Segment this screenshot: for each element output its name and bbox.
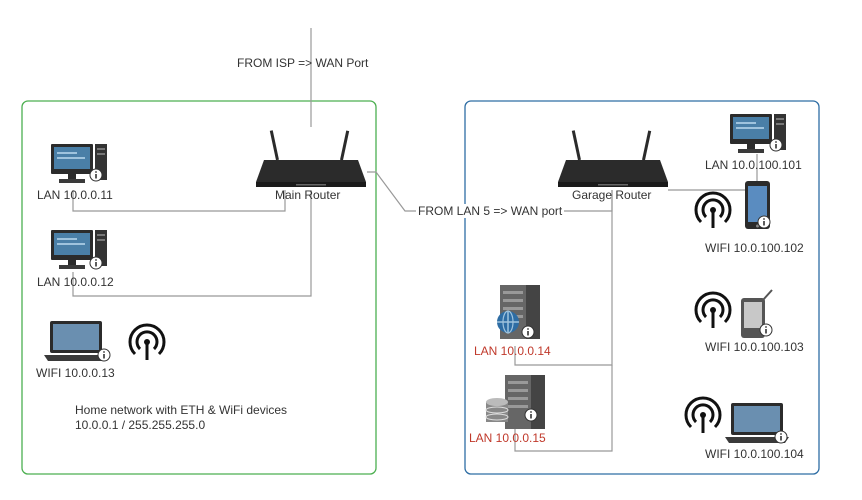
lan-101-label: LAN 10.0.100.101 (705, 158, 802, 172)
lan-15-label: LAN 10.0.0.15 (469, 431, 546, 445)
info-badge-icon (97, 348, 111, 362)
main-to-lan11-line (72, 190, 286, 212)
info-badge-icon (89, 256, 103, 270)
info-badge-icon (757, 215, 771, 229)
info-badge-icon (521, 325, 535, 339)
wifi-icon-104 (684, 396, 722, 435)
wifi-13-label: WIFI 10.0.0.13 (36, 366, 115, 380)
home-note-line-2: 10.0.0.1 / 255.255.255.0 (75, 418, 206, 432)
isp-label: FROM ISP => WAN Port (237, 56, 369, 70)
lan-14-label: LAN 10.0.0.14 (474, 344, 551, 358)
pda-icon (741, 289, 773, 338)
garage-network-zone (464, 100, 820, 475)
garage-router-label: Garage Router (572, 188, 652, 202)
main-to-lan12-line (72, 190, 312, 297)
garage-router-icon (558, 130, 668, 187)
wifi-104-label: WIFI 10.0.100.104 (705, 447, 804, 461)
main-router-icon (256, 130, 366, 187)
home-network-zone (21, 100, 377, 475)
garage-to-lan15-line (514, 365, 613, 452)
info-badge-icon (759, 323, 773, 337)
info-badge-icon (89, 168, 103, 182)
garage-to-lan14-line (514, 190, 613, 366)
wifi-102-label: WIFI 10.0.100.102 (705, 241, 804, 255)
wifi-icon-home (128, 323, 166, 362)
main-router-label: Main Router (275, 188, 341, 202)
lan-11-label: LAN 10.0.0.11 (37, 188, 113, 202)
wifi-103-label: WIFI 10.0.100.103 (705, 340, 804, 354)
lan5-label: FROM LAN 5 => WAN port (416, 204, 565, 218)
connection-lines (72, 28, 758, 452)
info-badge-icon (524, 408, 538, 422)
info-badge-icon (769, 138, 783, 152)
database-server-icon (505, 375, 545, 429)
wifi-icon-103 (694, 291, 732, 330)
home-note-line-1: Home network with ETH & WiFi devices (75, 403, 288, 417)
info-badge-icon (774, 430, 788, 444)
wifi-icon-102 (694, 191, 732, 230)
database-icon (485, 398, 509, 422)
globe-icon (497, 310, 519, 334)
lan-12-label: LAN 10.0.0.12 (37, 275, 114, 289)
